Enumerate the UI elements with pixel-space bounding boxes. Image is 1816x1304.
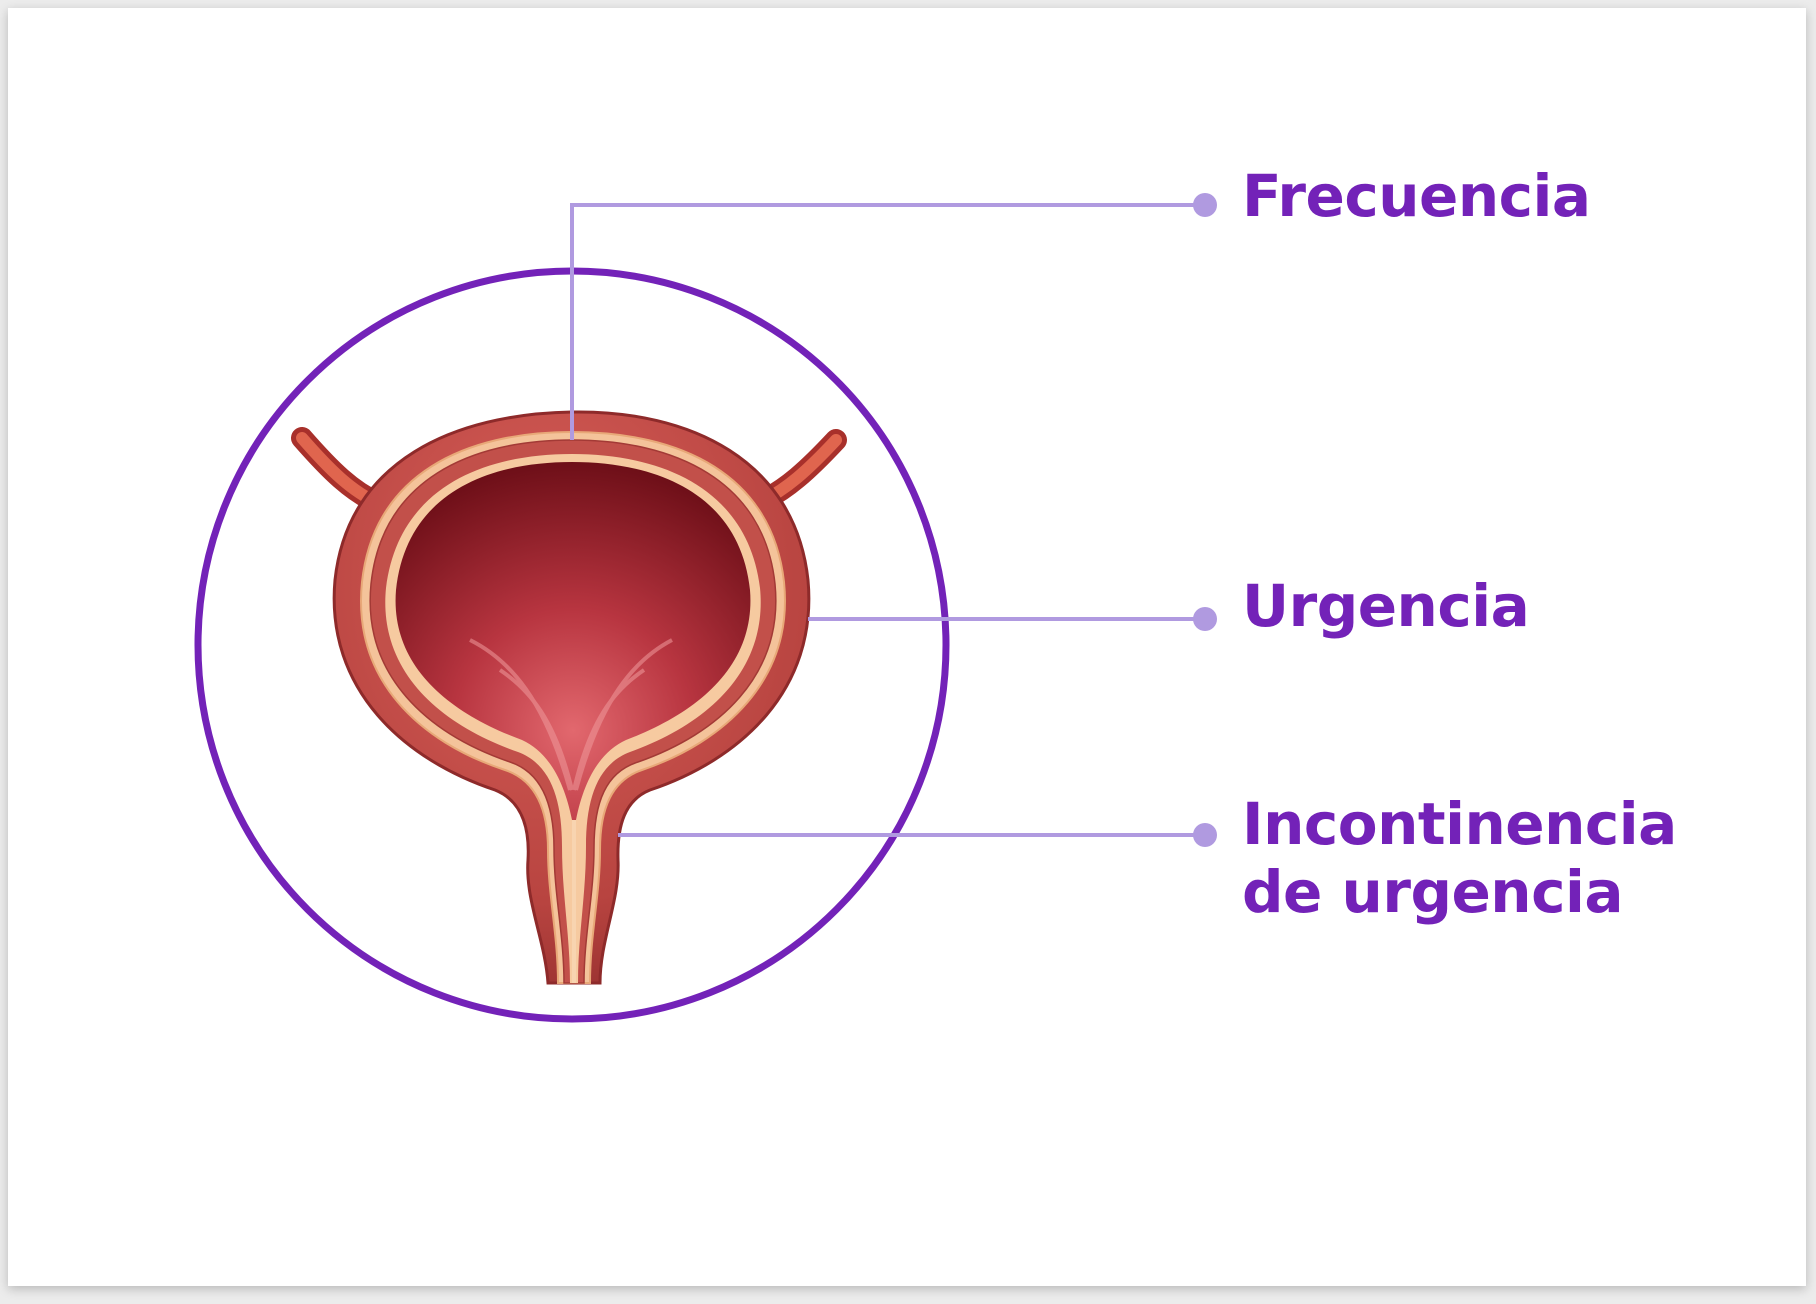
leader-line-frecuencia: [570, 193, 1217, 440]
label-incontinencia-line2: de urgencia: [1242, 858, 1623, 926]
diagram-card: [8, 8, 1806, 1286]
trigone-folds: [469, 638, 673, 791]
leader-line-urgencia: [808, 607, 1217, 631]
bladder-cavity: [395, 462, 751, 820]
label-urgencia: Urgencia: [1242, 572, 1530, 640]
leader-line-incontinencia: [618, 823, 1217, 847]
label-incontinencia-line1: Incontinencia: [1242, 790, 1677, 858]
label-frecuencia: Frecuencia: [1242, 162, 1591, 230]
label-incontinencia: Incontinencia de urgencia: [1242, 790, 1677, 926]
